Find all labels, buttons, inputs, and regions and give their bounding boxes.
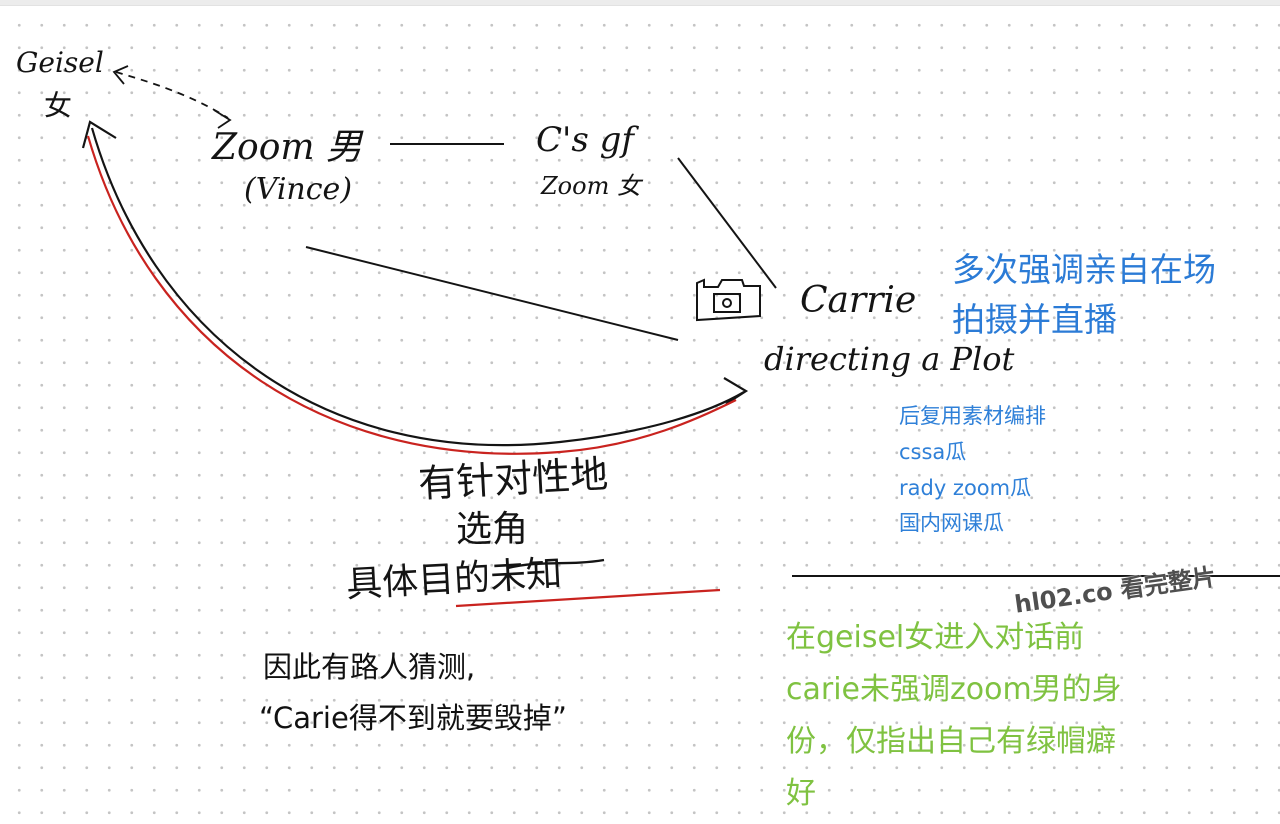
green-note-line-4: 好 <box>786 776 816 811</box>
zoom-man-alias: (Vince) <box>244 172 353 207</box>
zoom-man-label: Zoom 男 <box>212 127 362 168</box>
blue-list-item: cssa瓜 <box>899 440 967 464</box>
geisel-label: Geisel <box>16 46 104 79</box>
black-note-line-1: 因此有路人猜测, <box>263 650 476 684</box>
carrie-subtitle: directing a Plot <box>764 340 1015 378</box>
camera-icon <box>696 278 761 322</box>
green-note-line-2: carie未强调zoom男的身 <box>786 672 1122 707</box>
cs-gf-sub: Zoom 女 <box>541 172 641 200</box>
geisel-tag: 女 <box>44 89 73 122</box>
diagonal-carrie-link <box>305 246 679 341</box>
cs-gf-label: C's gf <box>536 120 634 160</box>
blue-note-line-1: 多次强调亲自在场 <box>952 250 1216 289</box>
gf-carrie-link <box>677 157 777 289</box>
carrie-label: Carrie <box>800 280 917 321</box>
targeted-label: 有针对性地 <box>417 452 610 506</box>
black-note-line-2: “Carie得不到就要毁掉” <box>259 701 567 735</box>
geisel-zoom-dashed-link <box>112 65 232 129</box>
green-note-line-1: 在geisel女进入对话前 <box>786 620 1085 655</box>
blue-list-item: 后复用素材编排 <box>899 404 1046 428</box>
red-highlight-curve <box>86 135 737 455</box>
casting-label: 选角 <box>456 509 529 550</box>
geisel-carrie-curve-arrow <box>81 120 749 447</box>
green-note-line-3: 份，仅指出自己有绿帽癖 <box>786 724 1116 759</box>
strike-through <box>507 558 605 570</box>
blue-list-item: rady zoom瓜 <box>899 476 1032 500</box>
red-underline <box>455 588 721 608</box>
blue-list-item: 国内网课瓜 <box>899 511 1004 535</box>
blue-note-line-2: 拍摄并直播 <box>952 300 1117 339</box>
top-bar <box>0 0 1280 6</box>
